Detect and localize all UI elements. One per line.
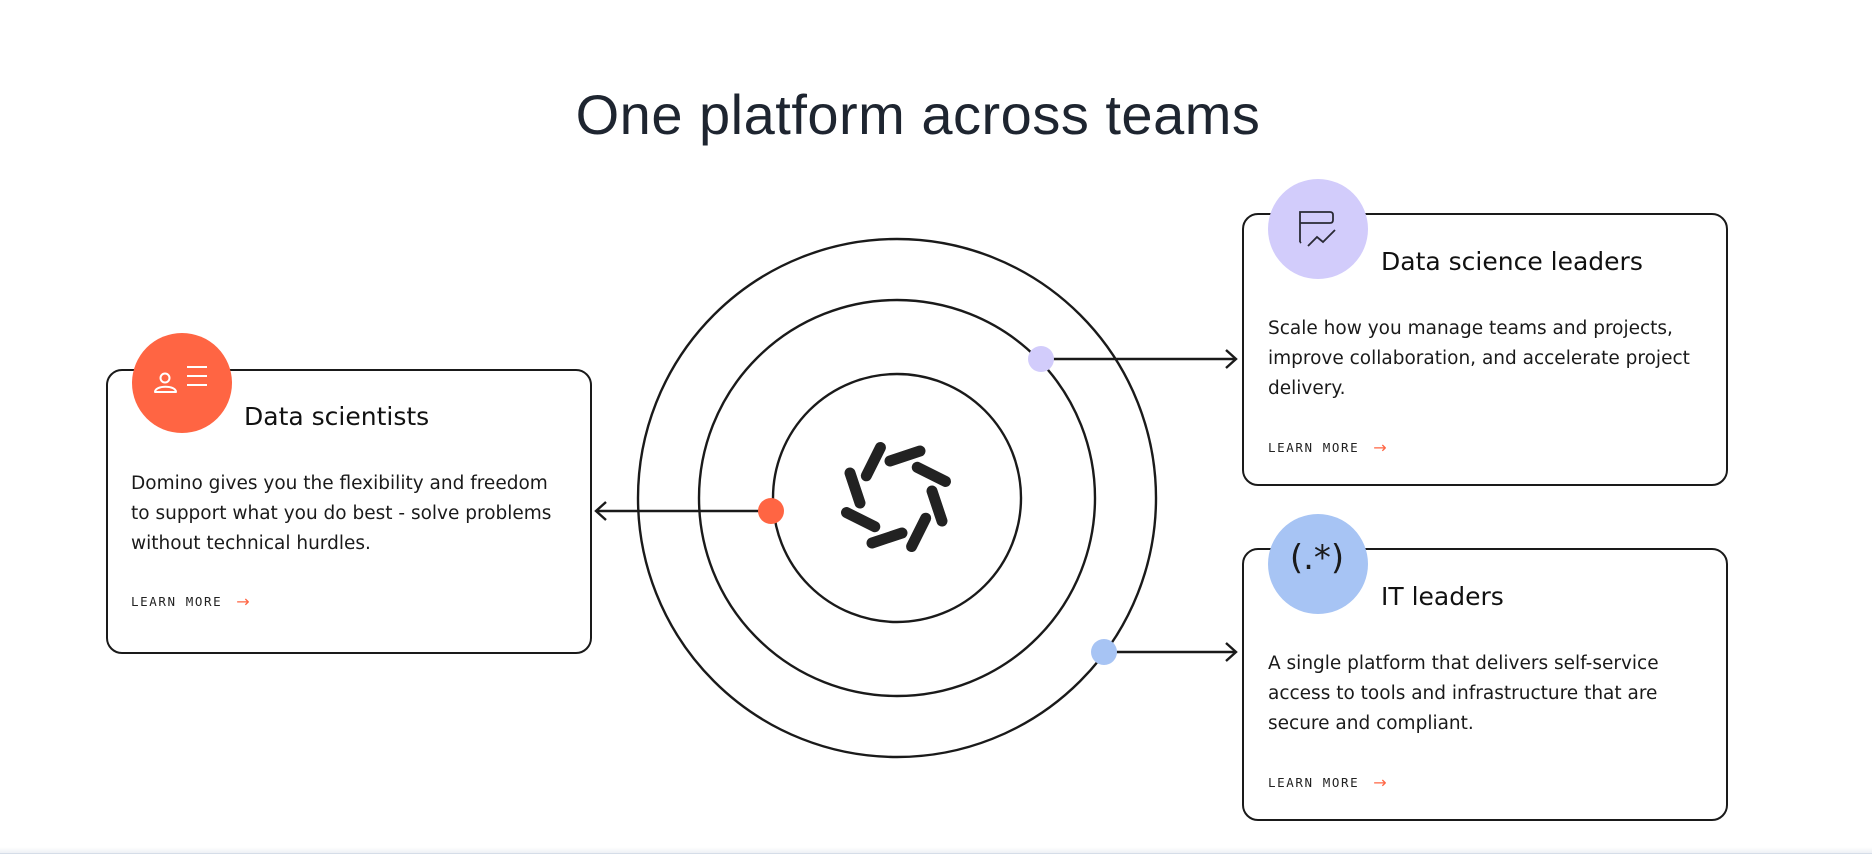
learn-more-data-scientists[interactable]: LEARN MORE → — [131, 592, 250, 611]
learn-more-label: LEARN MORE — [1268, 775, 1360, 790]
regex-icon: (.*) — [1289, 538, 1345, 578]
learn-more-label: LEARN MORE — [131, 594, 223, 609]
badge-data-scientists — [132, 333, 232, 433]
page-title: One platform across teams — [575, 82, 1261, 146]
connector-it-leaders — [1091, 639, 1238, 665]
card-body-data-science-leaders: Scale how you manage teams and projects,… — [1268, 318, 1690, 399]
learn-more-data-science-leaders[interactable]: LEARN MORE → — [1268, 438, 1387, 457]
orbit-inner — [771, 372, 1023, 624]
domino-pinwheel-logo-icon — [841, 442, 951, 552]
card-data-science-leaders — [1242, 213, 1728, 486]
orbit-dot-lilac — [1028, 346, 1054, 372]
connector-data-scientists — [594, 498, 784, 524]
card-data-scientists — [106, 369, 592, 654]
orbit-dot-blue — [1091, 639, 1117, 665]
card-title-data-science-leaders: Data science leaders — [1381, 247, 1643, 276]
orbit-dot-orange — [758, 498, 784, 524]
arrow-right-icon: → — [236, 592, 250, 611]
orbit-outer — [636, 237, 1158, 759]
orbit-middle — [697, 298, 1097, 698]
arrow-right-icon: → — [1373, 438, 1387, 457]
card-body-it-leaders: A single platform that delivers self-ser… — [1268, 653, 1659, 734]
chart-board-icon — [1299, 211, 1336, 247]
arrow-right-icon: → — [1373, 773, 1387, 792]
card-title-data-scientists: Data scientists — [244, 402, 430, 431]
user-list-icon — [154, 366, 207, 393]
card-title-it-leaders: IT leaders — [1381, 582, 1504, 611]
badge-it-leaders: (.*) — [1268, 514, 1368, 614]
card-body-data-scientists: Domino gives you the flexibility and fre… — [131, 473, 552, 554]
card-it-leaders — [1242, 548, 1728, 821]
learn-more-label: LEARN MORE — [1268, 440, 1360, 455]
learn-more-it-leaders[interactable]: LEARN MORE → — [1268, 773, 1387, 792]
badge-data-science-leaders — [1268, 179, 1368, 279]
section-divider — [0, 847, 1872, 854]
connector-data-science-leaders — [1028, 346, 1238, 372]
